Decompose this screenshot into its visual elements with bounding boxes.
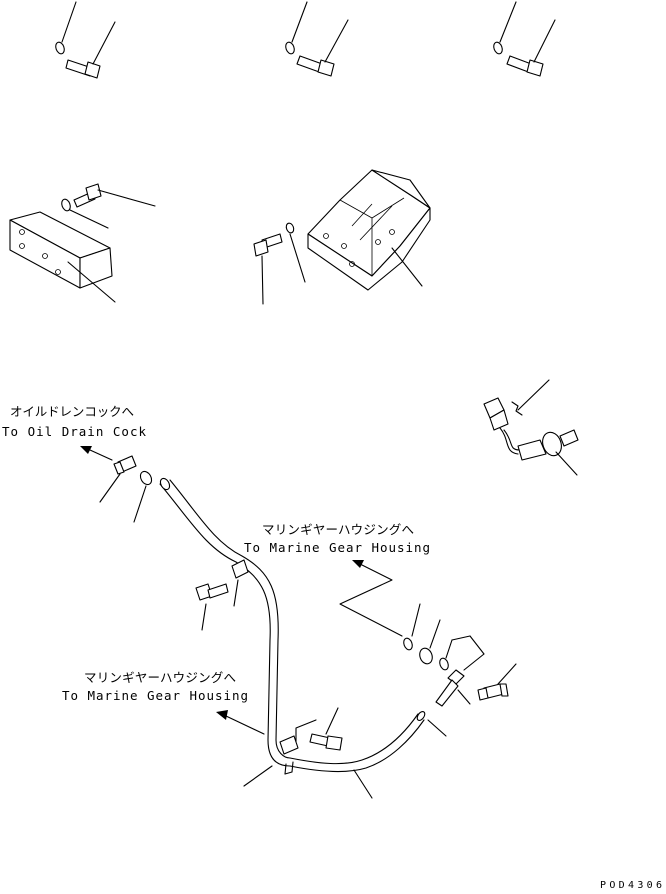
drain-hose <box>159 479 426 775</box>
washer-bolt-set-2 <box>285 1 349 77</box>
left-bracket <box>9 211 116 303</box>
label-oil-drain-en: To Oil Drain Cock <box>2 424 146 439</box>
hose-pointer <box>353 769 373 799</box>
hose-clip-upper <box>231 559 249 607</box>
label-marine-gear-lower-jp: マリンギヤーハウジングへ <box>84 670 236 685</box>
clip-bolt-lower <box>309 707 343 751</box>
washer-bolt-set-3 <box>493 1 556 77</box>
center-bracket-washer-bolt <box>253 222 306 305</box>
label-marine-gear-upper-en: To Marine Gear Housing <box>244 540 430 555</box>
center-bracket <box>307 169 431 291</box>
marine-gear-upper-pointer <box>339 560 403 637</box>
label-marine-gear-upper-jp: マリンギヤーハウジングへ <box>262 522 414 537</box>
washer-bolt-set-1 <box>55 1 116 79</box>
clip-bolt-upper <box>195 583 229 631</box>
oil-drain-arrow <box>80 446 113 461</box>
left-bracket-washer-bolt <box>61 183 156 229</box>
hose-end-fitting <box>99 455 171 523</box>
drawing-code: POD4306 <box>600 880 662 890</box>
marine-gear-lower-arrow <box>216 710 265 735</box>
connector-group <box>403 603 517 737</box>
hose-clip-lower <box>243 719 317 787</box>
pressure-switch-assembly <box>483 379 579 476</box>
label-oil-drain-jp: オイルドレンコックへ <box>10 404 134 419</box>
label-marine-gear-lower-en: To Marine Gear Housing <box>62 688 248 703</box>
